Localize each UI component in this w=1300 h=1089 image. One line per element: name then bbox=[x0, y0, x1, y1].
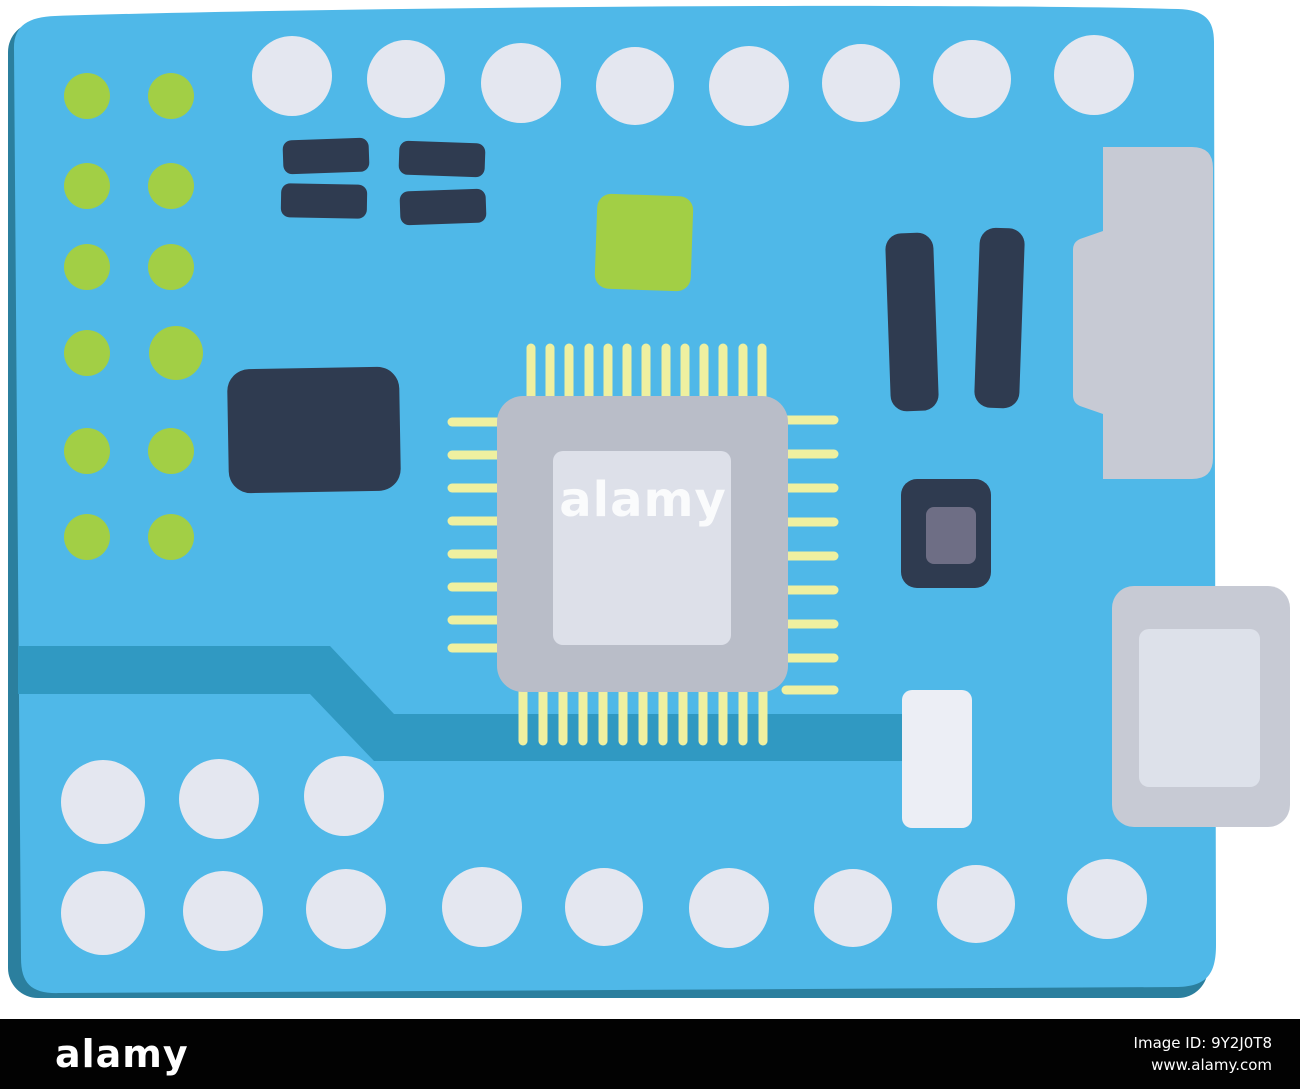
pin-hole bbox=[304, 756, 384, 836]
chip-pins bbox=[447, 343, 839, 746]
bottom-pin-holes-row1 bbox=[61, 756, 384, 844]
pin-hole bbox=[565, 868, 643, 946]
pin-hole bbox=[937, 865, 1015, 943]
capacitor bbox=[974, 227, 1025, 409]
green-pad-grid bbox=[64, 73, 203, 560]
green-pad bbox=[64, 428, 110, 474]
green-pad bbox=[64, 514, 110, 560]
resistor bbox=[280, 183, 368, 219]
resistor bbox=[282, 137, 370, 175]
pin-hole bbox=[252, 36, 332, 116]
green-pad bbox=[148, 163, 194, 209]
green-pad bbox=[148, 514, 194, 560]
watermark-text: alamy bbox=[559, 472, 727, 528]
dark-ic bbox=[227, 366, 401, 494]
capacitor bbox=[885, 232, 939, 412]
footer-meta: Image ID: 9Y2J0T8 www.alamy.com bbox=[1134, 1032, 1272, 1077]
small-module-core bbox=[926, 507, 976, 564]
usb-connector bbox=[1073, 147, 1213, 479]
pin-hole bbox=[179, 759, 259, 839]
green-pad bbox=[64, 244, 110, 290]
green-pad bbox=[64, 73, 110, 119]
pin-hole bbox=[306, 869, 386, 949]
capacitor-group bbox=[885, 227, 1025, 412]
resistor bbox=[399, 188, 487, 226]
alamy-logo: alamy bbox=[55, 1032, 189, 1076]
pin-hole bbox=[933, 40, 1011, 118]
pin-hole bbox=[709, 46, 789, 126]
green-pad bbox=[148, 244, 194, 290]
pin-hole bbox=[442, 867, 522, 947]
pin-hole bbox=[367, 40, 445, 118]
pin-hole bbox=[61, 871, 145, 955]
footer-bar: alamy Image ID: 9Y2J0T8 www.alamy.com bbox=[0, 1019, 1300, 1089]
pin-hole bbox=[183, 871, 263, 951]
pin-hole bbox=[596, 47, 674, 125]
pin-hole bbox=[481, 43, 561, 123]
small-module bbox=[901, 479, 991, 588]
white-component bbox=[902, 690, 972, 828]
corner-module bbox=[1112, 586, 1290, 827]
pin-hole bbox=[689, 868, 769, 948]
pin-hole bbox=[61, 760, 145, 844]
green-pad bbox=[64, 330, 110, 376]
green-pad bbox=[148, 73, 194, 119]
green-pad bbox=[149, 326, 203, 380]
green-pad bbox=[148, 428, 194, 474]
resistor bbox=[398, 140, 486, 178]
resistor-group bbox=[280, 137, 487, 226]
website-text: www.alamy.com bbox=[1151, 1056, 1272, 1074]
corner-module-face bbox=[1139, 629, 1260, 787]
pin-hole bbox=[1054, 35, 1134, 115]
bottom-pin-holes-row2 bbox=[61, 859, 1147, 955]
pin-hole bbox=[822, 44, 900, 122]
pin-hole bbox=[814, 869, 892, 947]
microprocessor-chip-face bbox=[553, 451, 731, 645]
green-chip bbox=[594, 193, 694, 292]
top-pin-holes bbox=[252, 35, 1134, 126]
image-id-text: Image ID: 9Y2J0T8 bbox=[1133, 1033, 1272, 1052]
pin-hole bbox=[1067, 859, 1147, 939]
green-pad bbox=[64, 163, 110, 209]
